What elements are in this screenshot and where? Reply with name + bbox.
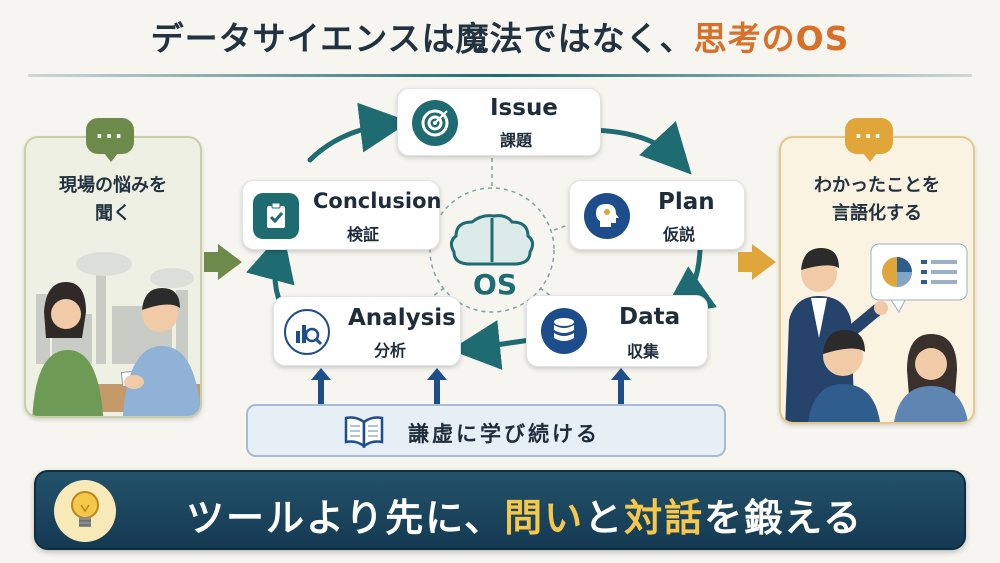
humility-bar: 謙虚に学び続ける — [246, 404, 726, 457]
node-analysis: Analysis 分析 — [273, 296, 461, 366]
arrow-shaft-left — [204, 252, 220, 272]
node-data: Data 収集 — [526, 295, 708, 367]
idea-head-icon — [584, 193, 630, 239]
chart-magnifier-icon — [284, 309, 330, 355]
banner-part-1: ツールより先に、 — [186, 496, 505, 540]
database-icon — [541, 308, 587, 354]
arrow-right-icon — [752, 244, 776, 280]
title-accent: 思考のOS — [693, 19, 850, 58]
banner-highlight-1: 問い — [504, 496, 585, 540]
analysis-sub: 分析 — [374, 341, 407, 360]
title-main: データサイエンスは魔法ではなく、 — [150, 19, 694, 58]
title-divider — [28, 74, 972, 77]
data-title: Data — [619, 304, 681, 330]
support-arrows — [311, 368, 631, 404]
data-sub: 収集 — [627, 342, 660, 361]
analysis-title: Analysis — [348, 305, 456, 331]
listen-line-2: 聞く — [95, 203, 131, 224]
brain-icon — [449, 214, 535, 266]
humility-label: 謙虚に学び続ける — [408, 422, 600, 446]
arrow-right-icon — [218, 244, 242, 280]
conclusion-sub: 検証 — [347, 225, 380, 244]
presentation-scene-illustration — [785, 243, 968, 422]
chat-bubble-icon: ··· — [845, 118, 893, 162]
clipboard-check-icon — [253, 193, 299, 239]
conclusion-title: Conclusion — [313, 189, 442, 213]
node-conclusion: Conclusion 検証 — [242, 180, 442, 250]
listening-scene-illustration — [32, 252, 200, 416]
node-issue: Issue 課題 — [397, 88, 601, 156]
open-book-icon — [344, 414, 384, 449]
listen-panel: 現場の悩みを 聞く — [24, 136, 202, 418]
key-message: ツールより先に、問いと対話を鍛える — [186, 487, 863, 542]
banner-part-2: と — [584, 496, 625, 540]
issue-title: Issue — [490, 95, 558, 121]
verbalize-line-2: 言語化する — [832, 203, 922, 224]
chat-bubble-icon: ··· — [86, 118, 134, 162]
banner-part-3: を鍛える — [704, 496, 864, 540]
listen-line-1: 現場の悩みを — [59, 175, 167, 196]
key-message-banner: ツールより先に、問いと対話を鍛える — [34, 470, 966, 550]
plan-sub: 仮説 — [663, 225, 696, 244]
cycle-ring — [246, 102, 717, 370]
os-label: OS — [473, 268, 517, 301]
arrow-up-icon — [427, 368, 447, 380]
node-plan: Plan 仮説 — [569, 180, 745, 250]
plan-title: Plan — [658, 189, 715, 215]
issue-sub: 課題 — [500, 131, 533, 150]
verbalize-line-1: わかったことを — [814, 175, 940, 196]
lightbulb-icon — [54, 480, 116, 542]
arrow-up-icon — [611, 368, 631, 380]
target-icon — [412, 100, 458, 146]
verbalize-panel: わかったことを 言語化する — [779, 136, 975, 424]
page-title: データサイエンスは魔法ではなく、思考のOS — [0, 12, 1000, 60]
banner-highlight-2: 対話 — [624, 496, 705, 540]
arrow-up-icon — [311, 368, 331, 380]
arrow-shaft-right — [738, 252, 754, 272]
